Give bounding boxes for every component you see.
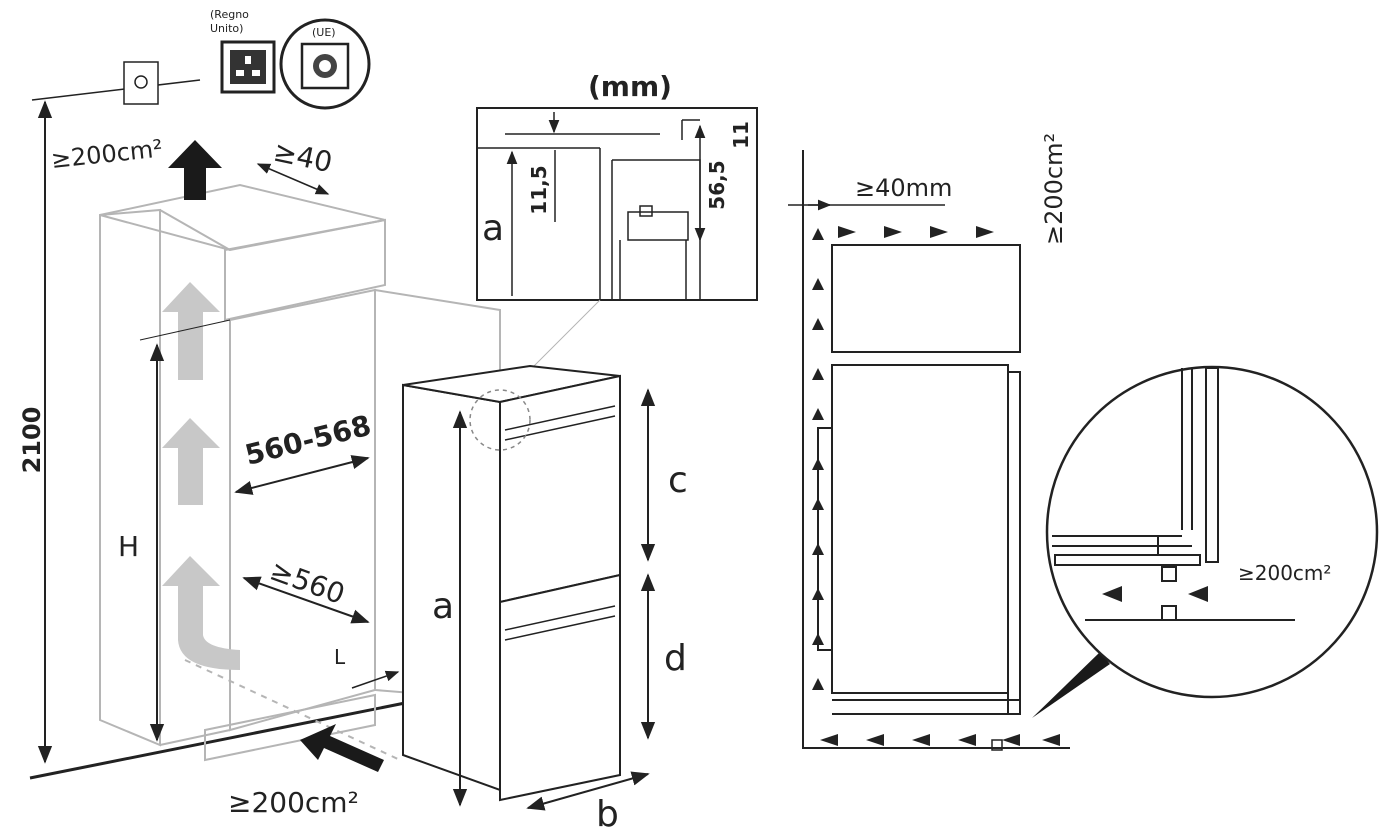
detail-inset: (mm) a 11,5 56,5 11 (476, 70, 758, 381)
curve-up-arrow-icon (162, 556, 240, 670)
appliance: a c d b (402, 364, 688, 834)
appliance-a-label: a (432, 586, 454, 627)
side-airflow-arrows (812, 226, 1060, 746)
niche-height-label: H (118, 530, 139, 563)
height-total-label: 2100 (18, 407, 46, 474)
unit-label: (mm) (588, 70, 672, 103)
appliance-c-label: c (668, 460, 688, 501)
up-arrow-icon (162, 418, 220, 505)
plinth (204, 693, 376, 762)
gap-top-label: ≥40 (271, 135, 336, 180)
detail-11-5-label: 11,5 (527, 165, 551, 214)
top-vent-arrow-icon (168, 140, 222, 200)
uk-socket-icon (220, 40, 276, 94)
up-arrow-icon (162, 282, 220, 380)
side-vent-top-label: ≥200cm² (1040, 133, 1068, 245)
floor-line (29, 698, 421, 780)
plinth-depth-label: L (334, 645, 346, 669)
appliance-b-label: b (596, 794, 619, 834)
detail-56-5-label: 56,5 (705, 160, 729, 209)
cabinet-top-box (224, 218, 386, 322)
eu-socket-icon (279, 18, 371, 110)
socket-uk-label-line2: Unito) (210, 22, 243, 35)
vent-bottom-label: ≥200cm² (228, 786, 359, 819)
magnifier-detail: ≥200cm² (1032, 365, 1379, 718)
appliance-front-upper (499, 374, 621, 604)
airflow-arrows (162, 282, 240, 670)
side-vent-detail-label: ≥200cm² (1238, 561, 1331, 585)
socket-eu-label: (UE) (312, 26, 336, 39)
left-arrow-icon (1102, 586, 1122, 602)
detail-a-label: a (482, 208, 504, 249)
lower-unit (831, 364, 1009, 694)
cabinet-left-side (99, 208, 161, 747)
cabinet-inner-back (229, 288, 376, 732)
niche-depth-label: ≥560 (266, 554, 350, 611)
niche-wall (802, 150, 1070, 749)
detail-11-label: 11 (729, 121, 753, 149)
appliance-d-label: d (664, 638, 687, 679)
bottom-vent-arrow-icon (300, 724, 384, 772)
upper-unit (831, 244, 1021, 353)
sockets: (Regno Unito) (UE) (123, 8, 371, 110)
side-gap-label: ≥40mm (855, 174, 952, 202)
socket-uk-label-line1: (Regno (210, 8, 249, 21)
cabinet-top (99, 183, 386, 252)
side-section: ≥40mm ≥200cm² (788, 133, 1070, 751)
wall-socket-icon (123, 61, 159, 105)
left-arrow-icon (1188, 586, 1208, 602)
vent-top-left-label: ≥200cm² (50, 134, 164, 174)
